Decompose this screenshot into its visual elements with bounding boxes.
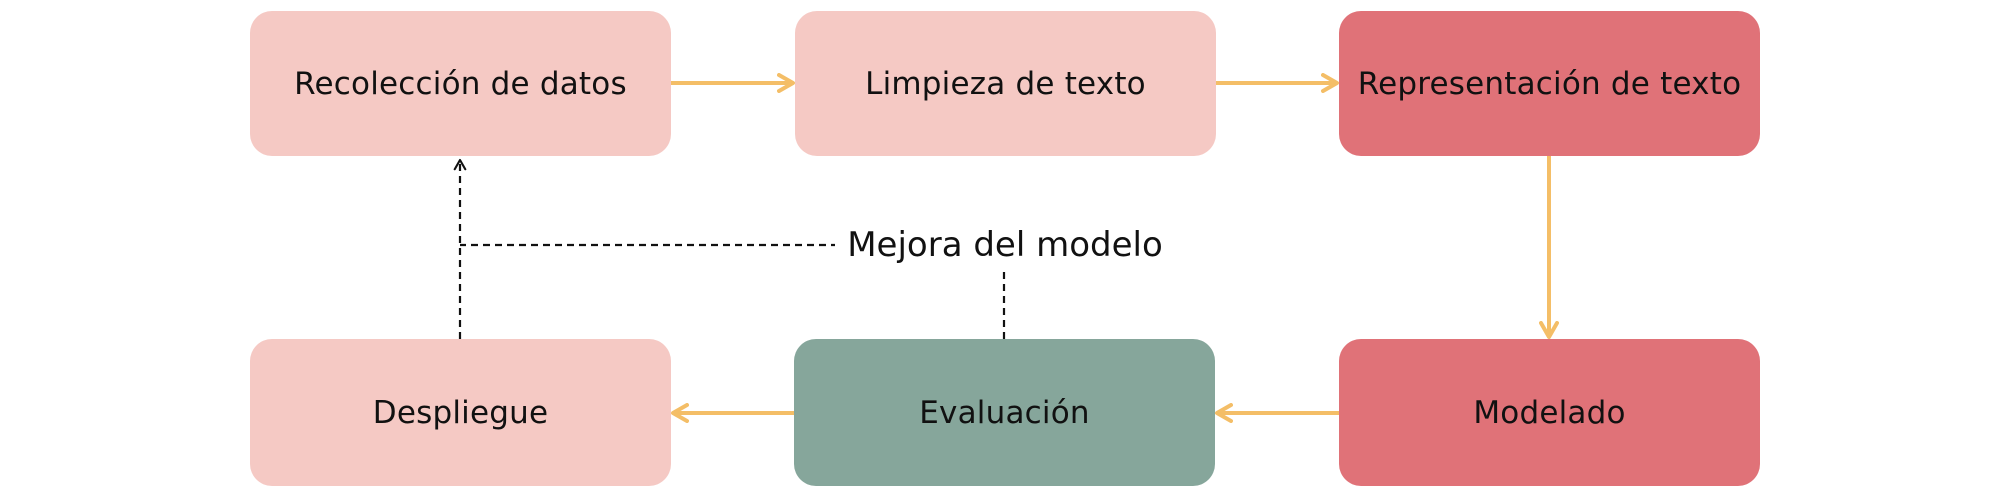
node-modeling: Modelado	[1339, 339, 1760, 486]
node-deployment: Despliegue	[250, 339, 671, 486]
node-text-representation: Representación de texto	[1339, 11, 1760, 156]
feedback-loop-label: Mejora del modelo	[835, 220, 1175, 270]
node-data-collection: Recolección de datos	[250, 11, 671, 156]
node-text-cleaning: Limpieza de texto	[795, 11, 1216, 156]
node-evaluation: Evaluación	[794, 339, 1215, 486]
